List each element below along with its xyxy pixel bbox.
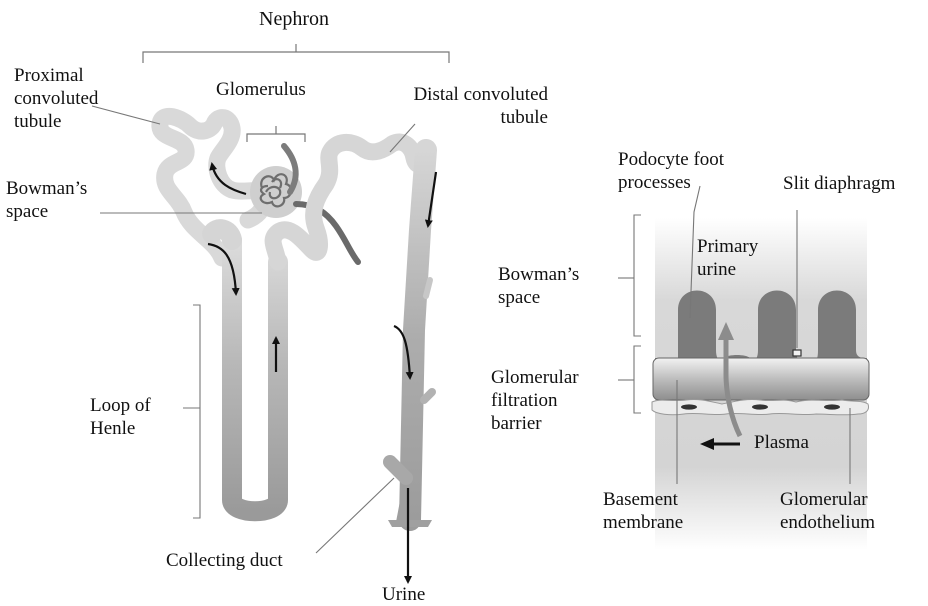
label-collecting-duct: Collecting duct (166, 549, 283, 572)
label-slit-diaphragm: Slit diaphragm (783, 172, 895, 195)
glomerulus-bracket (247, 126, 305, 142)
slit-diaphragm-marker (793, 350, 801, 356)
label-bowmans-space-filtration: Bowman’s space (498, 263, 579, 309)
basement-membrane (653, 358, 869, 400)
label-primary-urine: Primary urine (697, 235, 758, 281)
label-proximal-tubule: Proximal convoluted tubule (14, 64, 98, 133)
label-plasma: Plasma (754, 431, 809, 454)
nephron-bracket (143, 44, 449, 63)
label-basement-membrane: Basement membrane (603, 488, 683, 534)
label-glomerulus: Glomerulus (216, 78, 306, 101)
label-distal-tubule: Distal convoluted tubule (380, 83, 548, 129)
label-podocyte-foot-processes: Podocyte foot processes (618, 148, 724, 194)
podocyte-foot-processes (655, 291, 867, 367)
leader-lines-nephron (92, 106, 415, 553)
label-filtration-barrier: Glomerular filtration barrier (491, 366, 579, 435)
label-bowmans-space-nephron: Bowman’s space (6, 177, 87, 223)
glomerular-endothelium (652, 399, 869, 414)
label-loop-of-henle: Loop of Henle (90, 394, 151, 440)
loop-of-henle (212, 229, 278, 511)
title-nephron: Nephron (259, 8, 329, 31)
label-glomerular-endothelium: Glomerular endothelium (780, 488, 875, 534)
label-urine: Urine (382, 583, 425, 606)
collecting-duct (388, 150, 432, 527)
